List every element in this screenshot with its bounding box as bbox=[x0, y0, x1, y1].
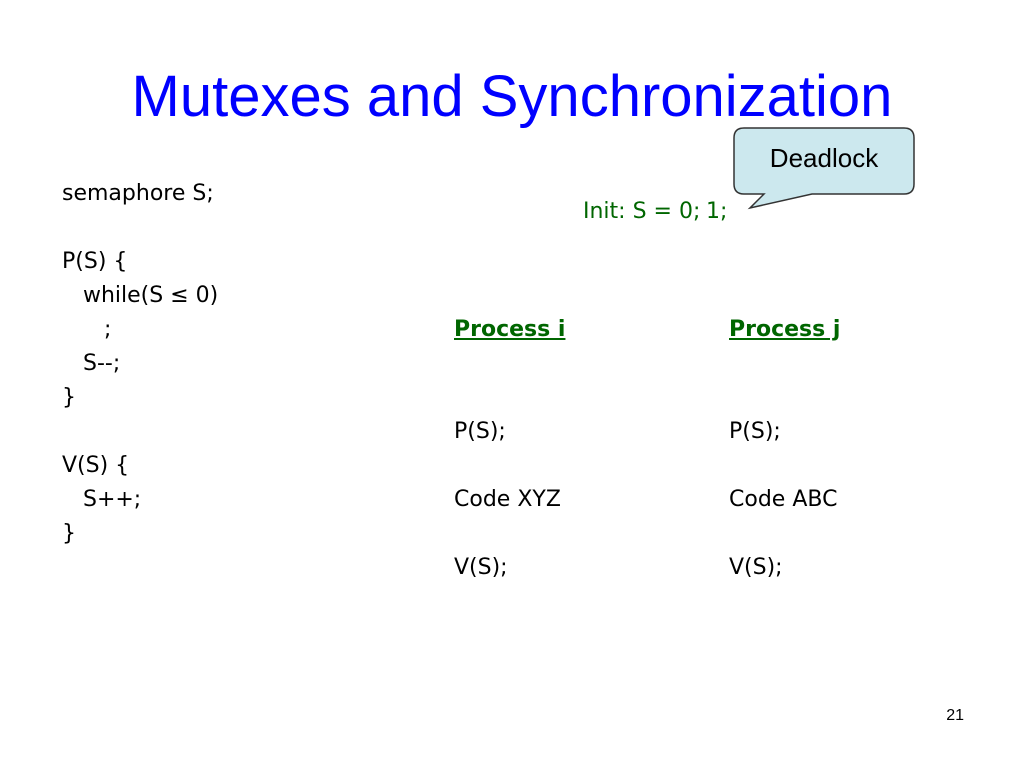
process-i-heading: Process i bbox=[454, 317, 566, 342]
deadlock-callout: Deadlock bbox=[720, 120, 920, 220]
init-overlay-value: 1; bbox=[706, 199, 728, 224]
code-line: S++; bbox=[62, 487, 142, 512]
code-line: } bbox=[62, 521, 76, 546]
callout-label: Deadlock bbox=[769, 143, 879, 173]
process-i-release: V(S); bbox=[454, 555, 508, 580]
code-line: V(S) { bbox=[62, 453, 130, 478]
code-line: semaphore S; bbox=[62, 181, 214, 206]
page-number: 21 bbox=[946, 707, 964, 724]
init-statement: Init: S = 0; bbox=[583, 199, 701, 224]
slide-title: Mutexes and Synchronization bbox=[131, 64, 893, 129]
code-line: ; bbox=[62, 317, 112, 342]
process-j-release: V(S); bbox=[729, 555, 783, 580]
code-line: } bbox=[62, 385, 76, 410]
callout-bubble-path bbox=[733, 127, 915, 210]
process-i-body: Code XYZ bbox=[454, 487, 561, 512]
process-j-acquire: P(S); bbox=[729, 419, 781, 444]
process-j-heading: Process j bbox=[729, 317, 841, 342]
code-line: while(S ≤ 0) bbox=[62, 283, 219, 308]
code-line: P(S) { bbox=[62, 249, 128, 274]
process-j-body: Code ABC bbox=[729, 487, 838, 512]
process-i-acquire: P(S); bbox=[454, 419, 506, 444]
callout-bubble-shape bbox=[733, 127, 915, 210]
code-line: S--; bbox=[62, 351, 121, 376]
